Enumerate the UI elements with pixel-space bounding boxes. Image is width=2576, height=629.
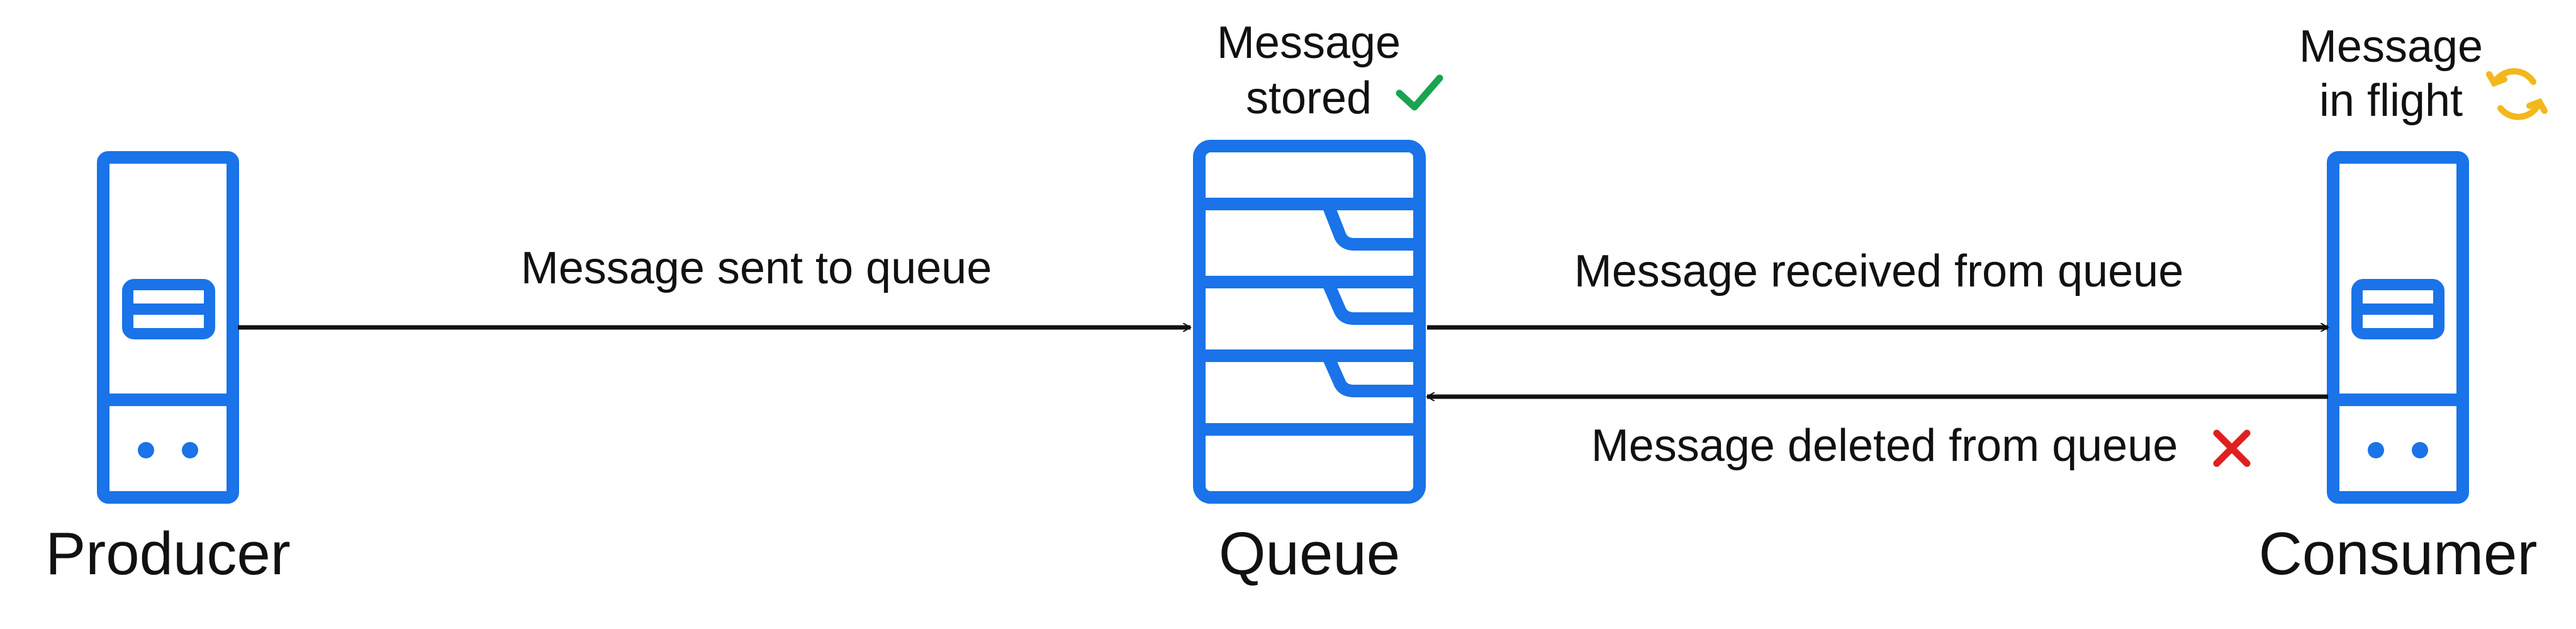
- consumer-server-icon: [2327, 151, 2469, 504]
- cross-icon: [2213, 429, 2251, 467]
- node-label-queue: Queue: [1219, 520, 1400, 587]
- refresh-icon: [2486, 68, 2548, 120]
- queue-icon: [1193, 140, 1426, 504]
- edge-label-deleted: Message deleted from queue: [1591, 421, 2178, 471]
- node-label-producer: Producer: [45, 520, 291, 587]
- consumer-status-line-1: Message: [2299, 21, 2483, 72]
- checkmark-icon: [1396, 74, 1443, 111]
- queue-status-line-1: Message: [1217, 18, 1401, 68]
- queue-status-line-2: stored: [1246, 73, 1372, 123]
- node-label-consumer: Consumer: [2259, 520, 2538, 587]
- producer-server-icon: [97, 151, 239, 504]
- edge-label-sent: Message sent to queue: [521, 243, 992, 293]
- consumer-status-line-2: in flight: [2319, 76, 2463, 126]
- edge-label-received: Message received from queue: [1574, 246, 2184, 297]
